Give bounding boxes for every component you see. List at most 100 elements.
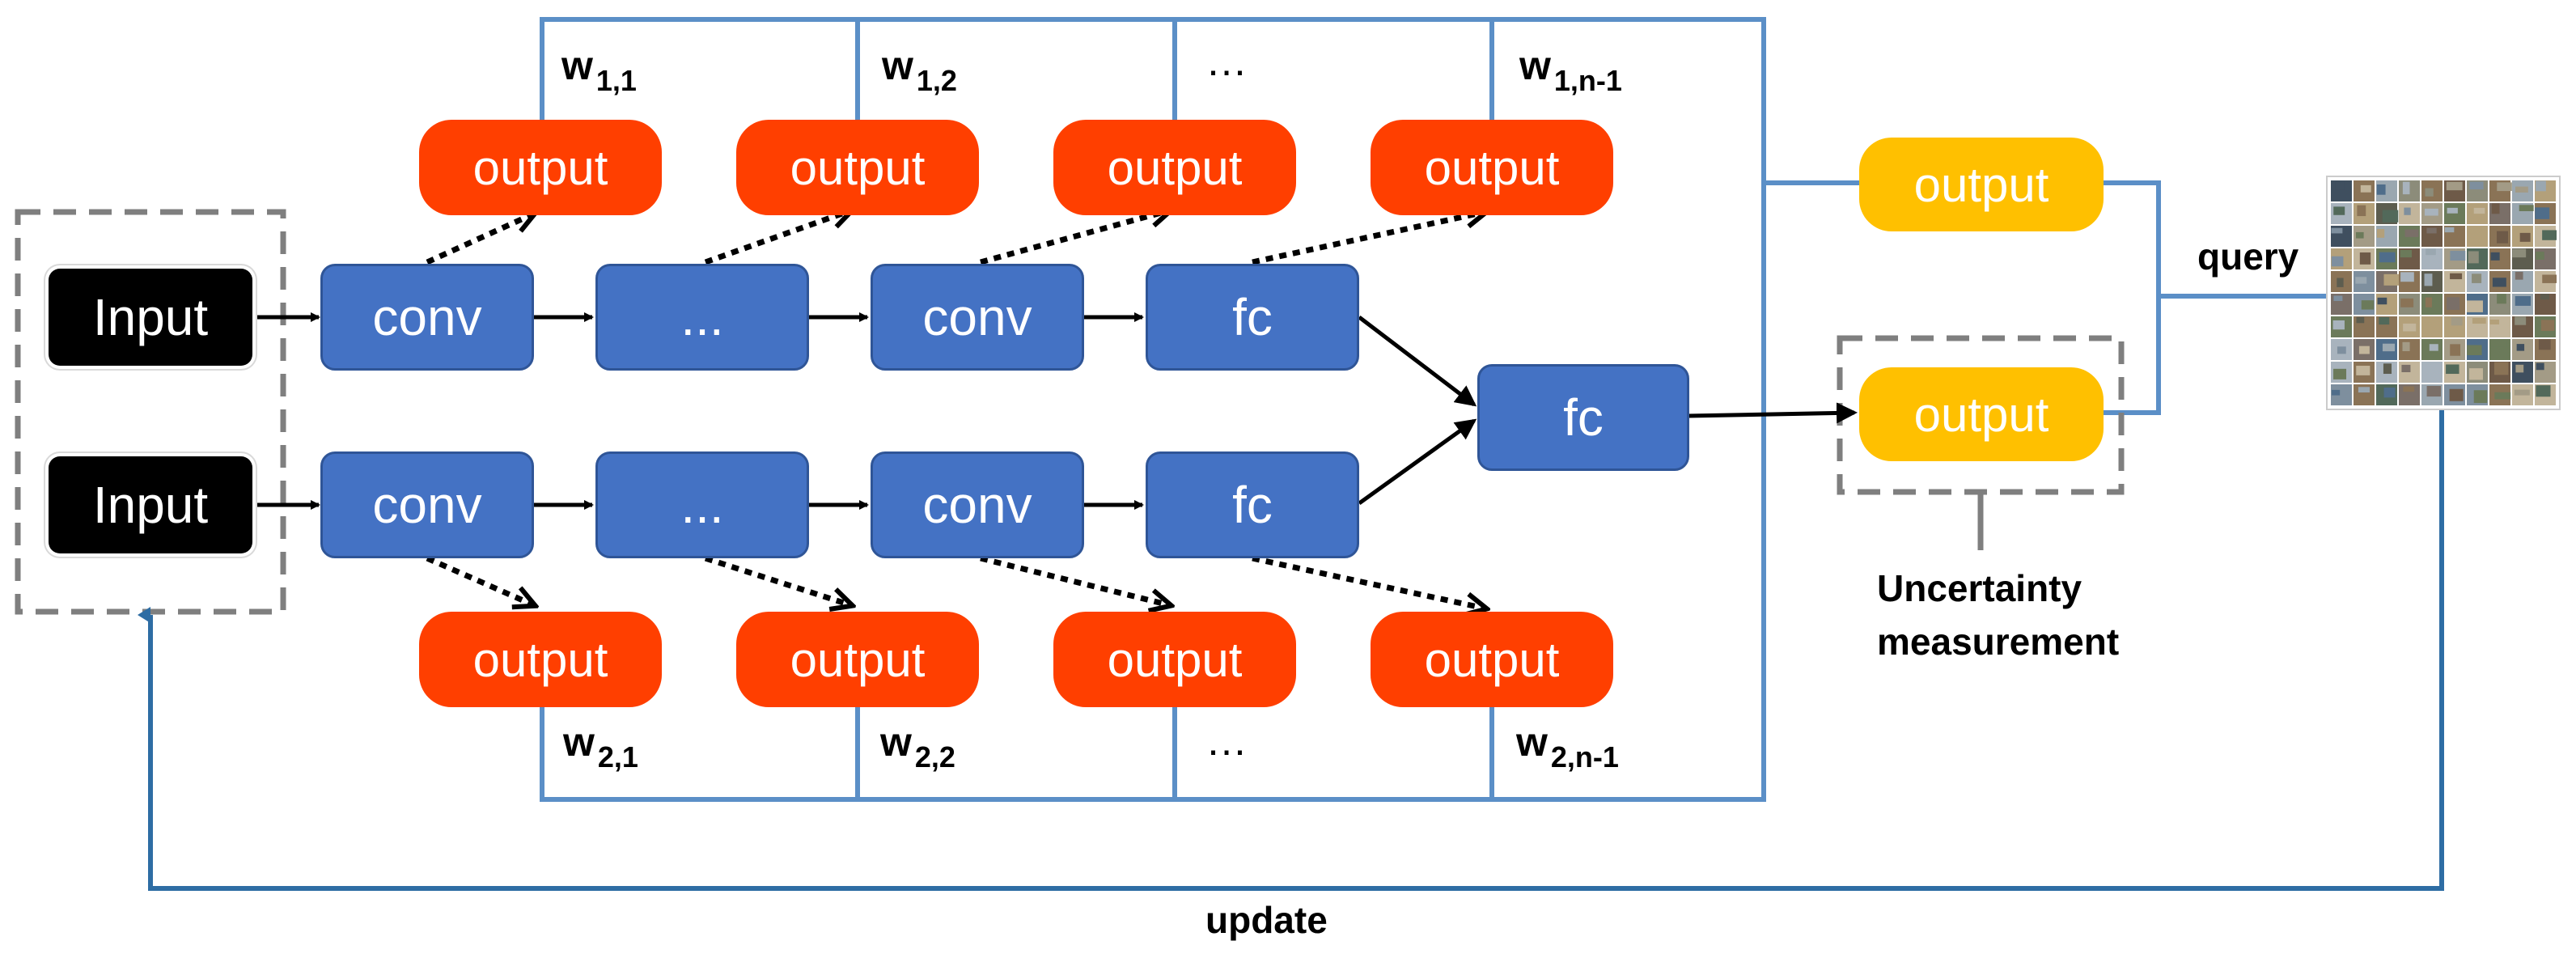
thumbnail-tile [2331,180,2352,201]
row1-conv-1: conv [320,264,534,371]
thumbnail-tile [2512,316,2533,337]
thumbnail-tile [2354,271,2375,292]
thumbnail-tile [2444,339,2465,360]
thumbnail-tile [2354,248,2375,269]
thumbnail-tile [2444,384,2465,405]
thumbnail-tile [2421,339,2443,360]
thumbnail-tile [2331,316,2352,337]
thumbnail-tile [2467,271,2488,292]
thumbnail-tile [2535,294,2556,315]
thumbnail-tile [2535,316,2556,337]
thumbnail-tile [2467,316,2488,337]
row1-fc: fc [1146,264,1359,371]
thumbnail-tile [2512,294,2533,315]
thumbnail-tile [2354,362,2375,383]
thumbnail-tile [2421,248,2443,269]
thumbnail-tile [2489,180,2512,201]
unlabeled-image-pool-thumbnail [2330,180,2557,406]
thumbnail-tile [2376,362,2397,383]
row2-conv-1: conv [320,451,534,558]
thumbnail-tile [2421,362,2443,383]
thumbnail-tile [2331,248,2352,269]
thumbnail-tile [2489,203,2510,224]
side-output-top-1: output [419,120,662,215]
thumbnail-tile [2399,180,2420,201]
thumbnail-tile [2399,271,2420,292]
row1-ellipsis: ... [595,264,809,371]
thumbnail-tile [2354,316,2375,337]
thumbnail-tile [2444,316,2465,337]
thumbnail-tile [2535,384,2556,405]
row2-fc: fc [1146,451,1359,558]
thumbnail-tile [2444,180,2465,201]
query-label: query [2197,235,2299,278]
side-output-bottom-3: output [1053,612,1296,707]
thumbnail-tile [2512,203,2534,224]
thumbnail-tile [2467,248,2488,269]
thumbnail-tile [2399,384,2420,405]
thumbnail-tile [2421,226,2443,247]
thumbnail-tile [2331,339,2352,360]
row2-conv-2: conv [871,451,1084,558]
thumbnail-tile [2489,316,2510,337]
thumbnail-tile [2399,339,2420,360]
side-output-arrows [426,210,1485,608]
merge-fc: fc [1477,364,1689,471]
thumbnail-tile [2535,248,2556,269]
thumbnail-tile [2489,362,2510,383]
thumbnail-tile [2354,180,2375,201]
thumbnail-tile [2489,248,2510,269]
thumbnail-tile [2399,362,2420,383]
thumbnail-tile [2489,339,2510,360]
thumbnail-tile [2399,248,2420,269]
thumbnail-tile [2376,248,2397,269]
weight-ellipsis-bottom: … [1205,718,1248,765]
thumbnail-tile [2399,226,2420,247]
thumbnail-tile [2489,384,2511,405]
thumbnail-tile [2512,271,2533,292]
thumbnail-tile [2354,226,2375,247]
thumbnail-tile [2421,271,2443,292]
thumbnail-tile [2467,384,2488,405]
thumbnail-tile [2354,294,2375,315]
thumbnail-tile [2535,203,2556,224]
thumbnail-tile [2376,271,2400,292]
thumbnail-tile [2376,339,2397,360]
thumbnail-tile [2512,362,2533,383]
input-box-1: Input [49,269,252,366]
thumbnail-tile [2467,180,2488,201]
thumbnail-tile [2444,226,2465,247]
thumbnail-tile [2421,316,2443,337]
thumbnail-tile [2331,294,2352,315]
side-output-bottom-1: output [419,612,662,707]
final-output-uncertainty: output [1859,367,2104,461]
thumbnail-tile [2512,384,2533,405]
side-output-bottom-4: output [1371,612,1613,707]
thumbnail-tile [2444,248,2466,269]
thumbnail-tile [2376,226,2397,247]
thumbnail-tile [2331,203,2352,224]
thumbnail-tile [2512,180,2533,201]
thumbnail-tile [2444,362,2465,383]
thumbnail-tile [2467,203,2488,224]
thumbnail-tile [2421,384,2443,405]
side-output-top-2: output [736,120,979,215]
thumbnail-tile [2444,294,2465,315]
thumbnail-tile [2376,180,2397,201]
thumbnail-tile [2535,362,2556,383]
thumbnail-tile [2376,294,2397,315]
thumbnail-tile [2535,180,2556,201]
thumbnail-tile [2421,180,2443,201]
thumbnail-tile [2512,339,2533,360]
thumbnail-tile [2354,203,2375,224]
thumbnail-tile [2467,294,2488,315]
thumbnail-tile [2489,294,2510,315]
thumbnail-tile [2535,271,2557,292]
side-output-top-3: output [1053,120,1296,215]
thumbnail-tile [2399,294,2420,315]
thumbnail-tile [2421,203,2443,224]
